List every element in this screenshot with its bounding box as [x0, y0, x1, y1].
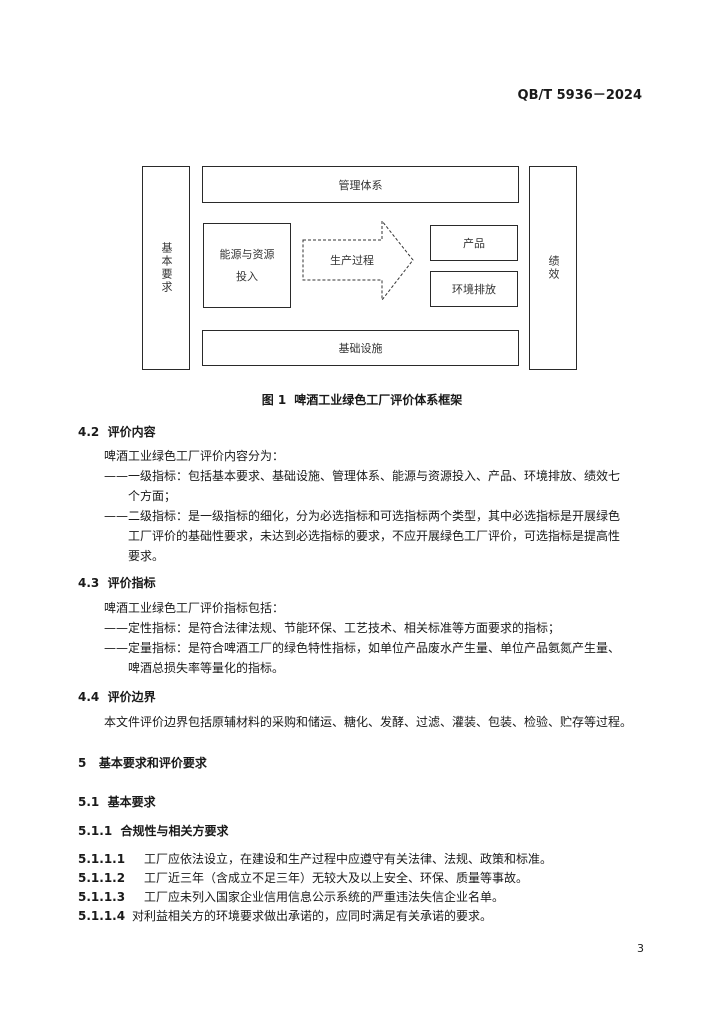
box-emission: 环境排放: [430, 271, 518, 307]
box-management-system: 管理体系: [202, 166, 519, 203]
label-energy-line1: 能源与资源: [219, 247, 275, 261]
intro-line: 啤酒工业绿色工厂评价内容分为：: [104, 449, 285, 463]
figure-caption: 图 1 啤酒工业绿色工厂评价体系框架: [0, 391, 724, 408]
box-infrastructure: 基础设施: [202, 330, 519, 366]
figure-title: 啤酒工业绿色工厂评价体系框架: [294, 393, 463, 407]
list-item: ——二级指标：是一级指标的细化，分为必选指标和可选指标两个类型，其中必选指标是开…: [104, 509, 621, 523]
section-4-4-heading: 4.4 评价边界: [78, 690, 156, 704]
section-4-4-body: 本文件评价边界包括原辅材料的采购和储运、糖化、发酵、过滤、灌装、包装、检验、贮存…: [104, 715, 633, 729]
section-4-3-body: 啤酒工业绿色工厂评价指标包括： ——定性指标：是符合法律法规、节能环保、工艺技术…: [104, 598, 664, 678]
label-emission: 环境排放: [452, 283, 496, 296]
process-arrow: [302, 220, 414, 302]
box-basic-requirements: 基本要求: [142, 166, 190, 370]
list-item-cont: 工厂评价的基础性要求，未达到必选指标的要求，不应开展绿色工厂评价，可选指标是提高…: [128, 529, 621, 543]
section-4-2-body: 啤酒工业绿色工厂评价内容分为： ——一级指标：包括基本要求、基础设施、管理体系、…: [104, 446, 664, 566]
list-item-cont: 要求。: [128, 549, 165, 563]
standard-number: QB/T 5936－2024: [517, 88, 642, 103]
list-item: ——定量指标：是符合啤酒工厂的绿色特性指标，如单位产品废水产生量、单位产品氨氮产…: [104, 641, 621, 655]
label-management: 管理体系: [338, 178, 383, 192]
list-item: ——一级指标：包括基本要求、基础设施、管理体系、能源与资源投入、产品、环境排放、…: [104, 469, 621, 483]
box-product: 产品: [430, 225, 518, 261]
label-performance: 绩效: [547, 255, 560, 281]
section-4-2-heading: 4.2 评价内容: [78, 425, 156, 439]
intro-line: 啤酒工业绿色工厂评价指标包括：: [104, 601, 285, 615]
label-infrastructure: 基础设施: [338, 342, 383, 355]
box-performance: 绩效: [529, 166, 577, 370]
section-5-1-1-heading: 5.1.1 合规性与相关方要求: [78, 824, 229, 838]
section-4-3-heading: 4.3 评价指标: [78, 576, 156, 590]
page-number: 3: [637, 942, 644, 955]
label-energy-line2: 投入: [236, 269, 258, 283]
label-process: 生产过程: [330, 254, 374, 267]
list-item-cont: 个方面；: [128, 489, 177, 503]
list-item-cont: 啤酒总损失率等量化的指标。: [128, 661, 285, 675]
section-5-heading: 5 基本要求和评价要求: [78, 756, 207, 770]
list-item: ——定性指标：是符合法律法规、节能环保、工艺技术、相关标准等方面要求的指标；: [104, 621, 561, 635]
box-energy-resources: 能源与资源投入: [203, 223, 291, 308]
label-product: 产品: [463, 237, 485, 250]
figure-label: 图 1: [261, 393, 287, 407]
label-basic: 基本要求: [160, 242, 173, 294]
section-5-1-heading: 5.1 基本要求: [78, 795, 156, 809]
